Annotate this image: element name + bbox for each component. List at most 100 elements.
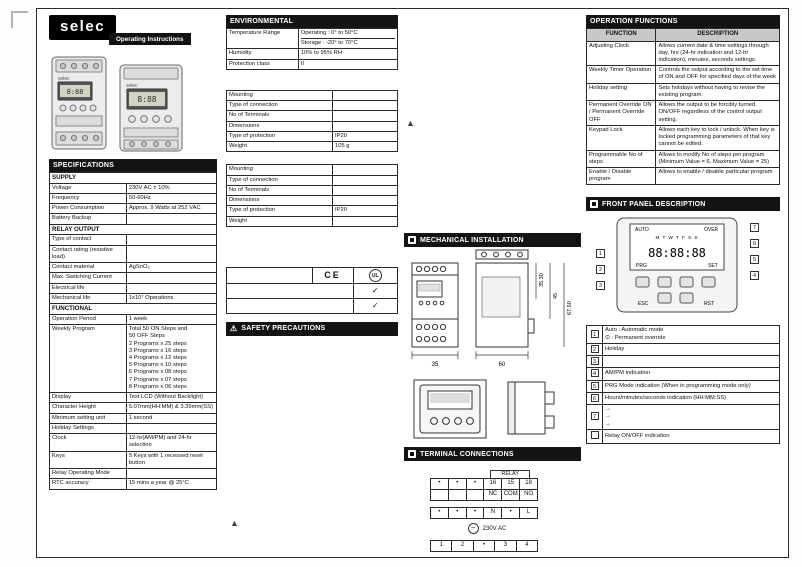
table-cell: Electrical life: [49, 282, 127, 294]
table-cell: Keys: [49, 450, 127, 470]
callout-2: 2: [596, 265, 605, 275]
table-row: ✓: [226, 282, 399, 299]
table-cell: 10% to 95% RH: [297, 48, 399, 60]
callout-5: 5: [750, 255, 759, 265]
table-cell: 16: [483, 478, 503, 490]
relay-label: RELAY: [430, 470, 544, 478]
table-row: Permanent Override ON / Permanent Overri…: [585, 100, 780, 126]
table-cell: 15: [501, 478, 521, 490]
table-cell: COM: [501, 489, 521, 501]
table-cell: •: [465, 507, 485, 519]
table-cell: Weight: [225, 215, 334, 227]
note-marker-icon: ▲: [230, 518, 239, 528]
device-lcd-text: 8:88: [67, 88, 84, 96]
table-cell: RELAY OUTPUT: [49, 223, 217, 236]
table-cell: •: [430, 507, 449, 519]
table-cell: No of Terminals: [225, 110, 334, 122]
device-brand-label: selec: [58, 76, 70, 82]
ul-mark-icon: UL: [352, 266, 399, 284]
table-row: 7→→→: [586, 404, 780, 430]
dim-h-mid: 45: [553, 293, 559, 299]
table-cell: RTC accuracy: [49, 478, 127, 490]
callout-7: 7: [750, 223, 759, 233]
supply-voltage: 230V AC: [482, 525, 507, 532]
ce-mark-icon: CE: [311, 266, 354, 284]
section-header-environmental: ENVIRONMENTAL: [226, 15, 398, 28]
table-cell: Keypad Lock: [585, 124, 657, 151]
section-header-front-panel: FRONT PANEL DESCRIPTION: [586, 197, 780, 212]
table-cell: 105 g: [332, 141, 398, 153]
table-row: ✓: [226, 297, 399, 314]
panel-over-label: OVER: [704, 227, 719, 233]
table-cell: 4: [586, 367, 603, 381]
section-title: SAFETY PRECAUTIONS: [241, 325, 326, 333]
table-cell: 6: [586, 391, 603, 406]
spacer-region: ▲: [404, 15, 581, 233]
table-cell: 2: [586, 342, 603, 357]
legend-number: 7: [590, 412, 599, 421]
table-cell: [332, 184, 398, 197]
section-title: SPECIFICATIONS: [53, 162, 115, 169]
table-cell: Battery Backup: [49, 213, 127, 225]
section-header-terminal: TERMINAL CONNECTIONS: [404, 447, 581, 461]
table-cell: •: [430, 478, 449, 490]
table-cell: FUNCTIONAL: [49, 303, 217, 315]
front-panel-icon: [590, 200, 598, 209]
table-cell: 12-hr(AM/PM) and 24-hr selection: [125, 433, 218, 452]
selec-logo: selec: [49, 15, 117, 40]
table-cell: •: [465, 478, 485, 490]
table-cell: [332, 174, 398, 186]
callout-1: 1: [596, 249, 605, 259]
table-cell: Power Consumption: [49, 203, 127, 215]
table-row: Type of contact: [49, 234, 218, 246]
front-panel-drawing: AUTO OVER M T W T F S S 88:88:88 PRG SET…: [616, 217, 738, 313]
table-cell: NC: [483, 489, 503, 501]
table-cell: N: [483, 507, 503, 519]
col-header-function: FUNCTION: [585, 28, 657, 42]
table-cell: 18: [519, 478, 538, 490]
table-cell: [125, 272, 218, 284]
panel-mount-drawing: [413, 379, 555, 439]
table-cell: NO: [519, 489, 538, 501]
table-cell: 4: [515, 540, 539, 552]
device-lcd-text: 8:88: [137, 95, 156, 104]
table-cell: 7: [586, 404, 603, 430]
product-photo-panel-timer: selec 8:88: [119, 64, 183, 152]
supply-label: ~ 230V AC: [430, 523, 544, 534]
table-cell: Mounting: [225, 164, 334, 176]
section-header-safety: ⚠ SAFETY PRECAUTIONS: [226, 321, 398, 336]
table-cell: Minimum setting unit: [49, 412, 127, 424]
legend-number: 5: [590, 381, 599, 390]
front-panel-diagram: AUTO OVER M T W T F S S 88:88:88 PRG SET…: [586, 215, 780, 317]
table-row: CE UL: [226, 266, 399, 284]
table-cell: [332, 100, 398, 112]
table-cell: Type of protection: [225, 130, 334, 143]
table-cell: Max. Switching Current: [49, 272, 127, 284]
table-cell: 1 week: [125, 313, 218, 326]
panel-time-display: 88:88:88: [648, 246, 706, 260]
dim-h-top: 35.30: [539, 273, 545, 287]
table-cell: Weight: [225, 141, 334, 153]
check-mark-icon: ✓: [352, 297, 399, 314]
table-cell: Relay ON/OFF indication: [602, 428, 780, 445]
table-row: Mounting: [225, 164, 398, 176]
column-installation: ▲ MECHANICAL INSTALLATION 35: [404, 15, 581, 558]
